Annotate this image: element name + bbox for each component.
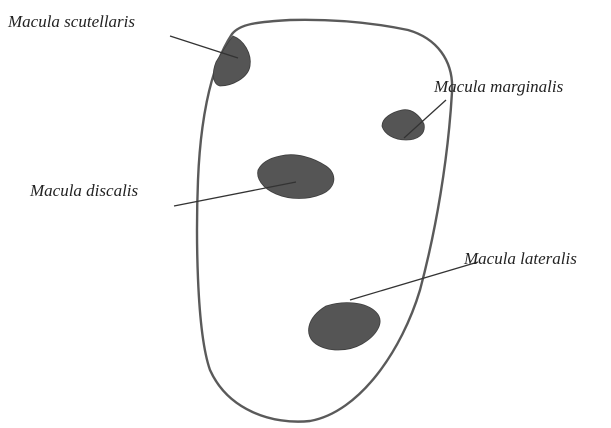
macula-scutellaris-spot [213, 36, 250, 86]
label-macula-lateralis: Macula lateralis [463, 249, 577, 268]
leader-line-lateralis [350, 262, 478, 300]
label-macula-marginalis: Macula marginalis [433, 77, 564, 96]
macula-discalis-spot [258, 155, 334, 199]
macula-lateralis-spot [309, 303, 380, 350]
label-macula-discalis: Macula discalis [29, 181, 139, 200]
label-macula-scutellaris: Macula scutellaris [7, 12, 135, 31]
